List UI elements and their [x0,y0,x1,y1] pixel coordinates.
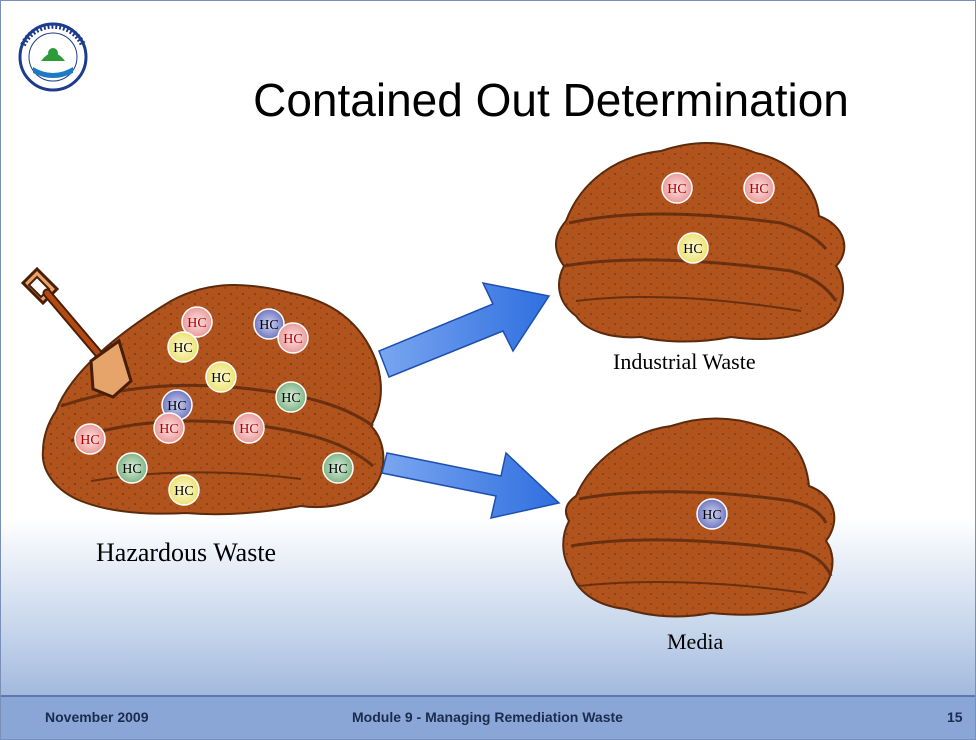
hc-marker-yellow: HC [168,332,198,362]
footer-page-number: 15 [947,709,963,725]
hc-marker-red: HC [744,173,774,203]
footer-date: November 2009 [45,709,149,725]
svg-text:HC: HC [122,462,141,477]
svg-text:HC: HC [187,316,206,331]
svg-text:HC: HC [167,399,186,414]
label-media: Media [667,629,723,655]
label-industrial-waste: Industrial Waste [613,349,756,375]
svg-text:HC: HC [281,391,300,406]
hc-marker-red: HC [234,413,264,443]
svg-text:HC: HC [328,462,347,477]
hc-marker-yellow: HC [206,362,236,392]
hc-marker-red: HC [662,173,692,203]
svg-text:HC: HC [749,182,768,197]
arrow-to-industrial [379,283,549,377]
svg-text:HC: HC [667,182,686,197]
footer-bar: November 2009 Module 9 - Managing Remedi… [1,695,976,740]
hc-marker-red: HC [278,323,308,353]
svg-text:HC: HC [174,484,193,499]
svg-text:HC: HC [239,422,258,437]
svg-text:HC: HC [173,341,192,356]
hc-marker-blue: HC [697,499,727,529]
hc-marker-red: HC [154,413,184,443]
svg-text:HC: HC [80,433,99,448]
hc-marker-green: HC [323,453,353,483]
hc-marker-yellow: HC [169,475,199,505]
slide-title: Contained Out Determination [141,73,961,127]
arrow-to-media [382,453,559,518]
footer-module: Module 9 - Managing Remediation Waste [352,709,623,725]
svg-text:HC: HC [211,371,230,386]
label-hazardous-waste: Hazardous Waste [96,538,276,568]
svg-text:HC: HC [283,332,302,347]
hc-marker-yellow: HC [678,233,708,263]
epa-logo-icon [20,24,86,90]
svg-text:HC: HC [259,318,278,333]
svg-text:HC: HC [159,422,178,437]
hc-marker-red: HC [75,424,105,454]
hc-marker-green: HC [117,453,147,483]
hc-marker-green: HC [276,382,306,412]
svg-text:HC: HC [702,508,721,523]
svg-text:HC: HC [683,242,702,257]
